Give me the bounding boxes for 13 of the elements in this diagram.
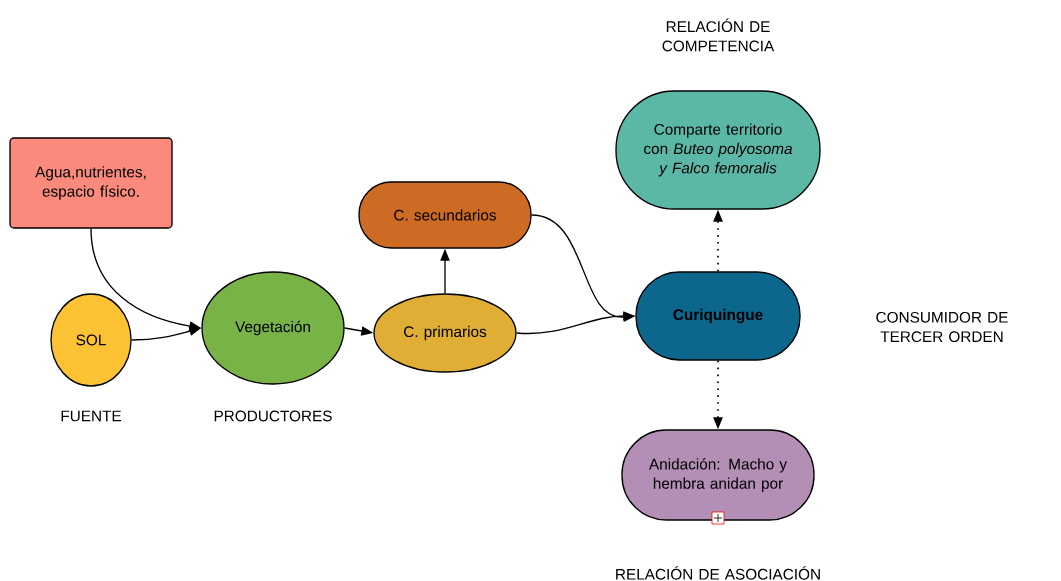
ellipse-node: Vegetación [201,271,345,385]
rounded-box: C. secundarios [358,181,532,249]
ellipse-node: C. primarios [373,293,517,373]
caption-text: CONSUMIDOR DE TERCER ORDEN [876,311,1008,343]
ellipse-node: SOL [50,293,132,387]
rounded-box: Curiquingue [635,271,801,361]
caption-text: RELACIÓN DE COMPETENCIA [662,18,775,52]
caption-text: PRODUCTORES [214,410,332,422]
rounded-box: Anidación: Macho y hembra anidan por [621,429,815,521]
caption-text: RELACIÓN DE ASOCIACIÓN [616,566,820,580]
caption-text: FUENTE [61,410,121,422]
resource-box: Agua,nutrientes, espacio físico. [9,137,173,229]
rounded-box: Comparte territorio con Buteo polyosoma y Falco femoralis [615,90,821,210]
